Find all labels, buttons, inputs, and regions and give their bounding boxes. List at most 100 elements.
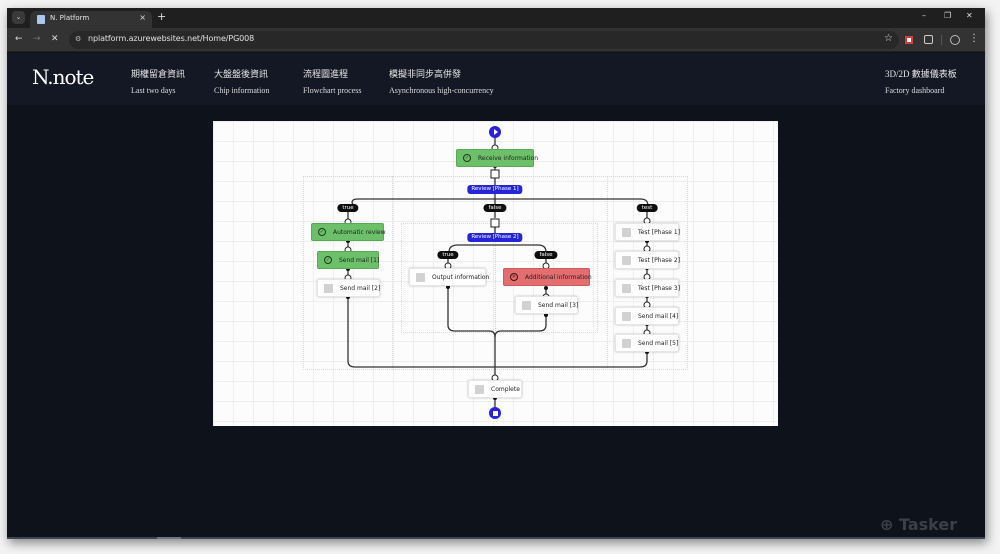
branch-label-test: test — [636, 204, 658, 212]
group-divider — [495, 223, 496, 333]
nav-item-async-concurrency[interactable]: 模擬非同步高併發 Asynchronous high-concurrency — [389, 67, 494, 95]
edge — [447, 287, 496, 338]
nav-item-factory-dashboard[interactable]: 3D/2D 數據儀表板 Factory dashboard — [885, 67, 957, 95]
node-output-information[interactable]: Output information — [409, 268, 490, 286]
edge — [347, 297, 648, 368]
nav-item-en-label: Factory dashboard — [885, 86, 945, 95]
node-label: Send mail [5] — [638, 339, 679, 347]
flowchart-canvas[interactable]: ✓ Receive information Review [Phase 1] t… — [213, 121, 778, 426]
back-button[interactable]: ← — [15, 34, 23, 44]
node-send-mail-2[interactable]: Send mail [2] — [317, 279, 380, 297]
node-test-phase-2[interactable]: Test [Phase 2] — [615, 251, 681, 269]
nav-item-zh-label: 3D/2D 數據儀表板 — [885, 69, 957, 79]
pending-status-icon — [324, 283, 333, 293]
pending-status-icon — [475, 384, 484, 394]
page-favicon-icon — [37, 15, 45, 24]
nav-item-last-two-days[interactable]: 期權留倉資訊 Last two days — [131, 67, 185, 95]
node-label: Receive information — [478, 154, 539, 162]
extensions-puzzle-icon[interactable] — [924, 35, 933, 44]
browser-toolbar: ← → ✕ ⚙ nplatform.azurewebsites.net/Home… — [7, 28, 985, 52]
node-send-mail-4[interactable]: Send mail [4] — [615, 307, 679, 325]
pending-status-icon — [622, 338, 631, 348]
browser-window: ⌄ N. Platform × + – ❐ ✕ ← → ✕ ⚙ nplatfor… — [7, 8, 985, 539]
nav-item-en-label: Asynchronous high-concurrency — [389, 86, 494, 95]
main-content: ✓ Receive information Review [Phase 1] t… — [7, 105, 985, 539]
tab-close-icon[interactable]: × — [139, 13, 146, 22]
start-event-icon[interactable] — [489, 126, 501, 138]
bookmark-star-icon[interactable]: ☆ — [884, 33, 893, 44]
url-text[interactable]: nplatform.azurewebsites.net/Home/PG008 — [88, 34, 255, 43]
tab-title: N. Platform — [50, 14, 90, 22]
node-automatic-review[interactable]: ✓ Automatic review — [311, 223, 386, 241]
nav-item-chip-information[interactable]: 大盤盤後資訊 Chip information — [214, 67, 269, 95]
check-circle-icon: ✓ — [463, 154, 471, 162]
nav-item-en-label: Last two days — [131, 86, 176, 95]
node-label: Test [Phase 2] — [638, 256, 681, 264]
check-circle-icon: ✓ — [318, 228, 326, 236]
node-test-phase-3[interactable]: Test [Phase 3] — [615, 279, 681, 297]
nav-item-en-label: Flowchart process — [303, 86, 362, 95]
close-window-button[interactable]: ✕ — [966, 11, 973, 20]
nav-item-flowchart-process[interactable]: 流程圖進程 Flowchart process — [303, 67, 361, 95]
toolbar-divider — [941, 35, 942, 45]
node-receive-information[interactable]: ✓ Receive information — [456, 149, 538, 167]
end-event-icon[interactable] — [489, 407, 501, 419]
stop-loading-button[interactable]: ✕ — [51, 34, 59, 44]
node-label: Additional information — [525, 273, 592, 281]
output-port — [544, 313, 548, 317]
tab-search-button[interactable]: ⌄ — [12, 11, 25, 24]
gate-review-phase-1[interactable]: Review [Phase 1] — [467, 185, 523, 194]
tab-bar: ⌄ N. Platform × + – ❐ ✕ — [7, 8, 985, 28]
forward-button[interactable]: → — [33, 34, 41, 44]
gate-review-phase-2[interactable]: Review [Phase 2] — [467, 233, 523, 242]
nav-item-zh-label: 流程圖進程 — [303, 69, 349, 79]
node-send-mail-5[interactable]: Send mail [5] — [615, 334, 679, 352]
nav-item-zh-label: 大盤盤後資訊 — [214, 69, 269, 79]
node-send-mail-3[interactable]: Send mail [3] — [515, 296, 578, 314]
node-label: Send mail [2] — [340, 284, 381, 292]
nav-item-zh-label: 期權留倉資訊 — [131, 69, 186, 79]
browser-menu-icon[interactable]: ⋮ — [969, 33, 979, 44]
output-port — [446, 285, 450, 289]
profile-avatar-icon[interactable] — [950, 35, 960, 45]
site-logo[interactable]: N.note — [32, 65, 94, 89]
node-label: Complete — [491, 385, 520, 393]
node-send-mail-1[interactable]: ✓ Send mail [1] — [317, 251, 379, 269]
node-label: Test [Phase 3] — [638, 284, 681, 292]
scrollbar-thumb[interactable] — [157, 537, 181, 539]
check-circle-icon: ✓ — [324, 256, 332, 264]
edge — [448, 244, 547, 253]
site-header: N.note 期權留倉資訊 Last two days 大盤盤後資訊 Chip … — [7, 53, 985, 105]
address-bar[interactable]: ⚙ nplatform.azurewebsites.net/Home/PG008… — [69, 31, 899, 49]
branch-label-true: true — [437, 251, 459, 259]
node-additional-information[interactable]: ✕ Additional information — [503, 268, 592, 286]
pending-status-icon — [622, 311, 631, 321]
minimize-button[interactable]: – — [922, 11, 926, 20]
node-label: Send mail [4] — [638, 312, 679, 320]
branch-label-false: false — [534, 251, 558, 259]
new-tab-button[interactable]: + — [157, 10, 167, 23]
pending-status-icon — [416, 272, 425, 282]
node-label: Send mail [1] — [339, 256, 380, 264]
nav-item-zh-label: 模擬非同步高併發 — [389, 69, 462, 79]
node-complete[interactable]: Complete — [468, 380, 522, 398]
node-label: Output information — [432, 273, 490, 281]
extension-icon[interactable] — [905, 36, 913, 44]
edge — [494, 315, 547, 338]
edge — [351, 198, 649, 209]
error-circle-icon: ✕ — [510, 273, 518, 281]
site-info-icon[interactable]: ⚙ — [75, 35, 82, 43]
branch-label-false: false — [483, 204, 507, 212]
restore-button[interactable]: ❐ — [944, 11, 952, 20]
nav-item-en-label: Chip information — [214, 86, 270, 95]
group-divider — [607, 176, 608, 370]
pending-status-icon — [622, 227, 631, 237]
node-test-phase-1[interactable]: Test [Phase 1] — [615, 223, 681, 241]
pending-status-icon — [622, 283, 631, 293]
node-label: Automatic review — [333, 228, 386, 236]
pending-status-icon — [522, 300, 531, 310]
node-label: Test [Phase 1] — [638, 228, 681, 236]
watermark-text: Tasker — [898, 515, 958, 534]
tab-n-platform[interactable]: N. Platform × — [30, 11, 152, 28]
horizontal-scrollbar[interactable] — [7, 537, 985, 539]
